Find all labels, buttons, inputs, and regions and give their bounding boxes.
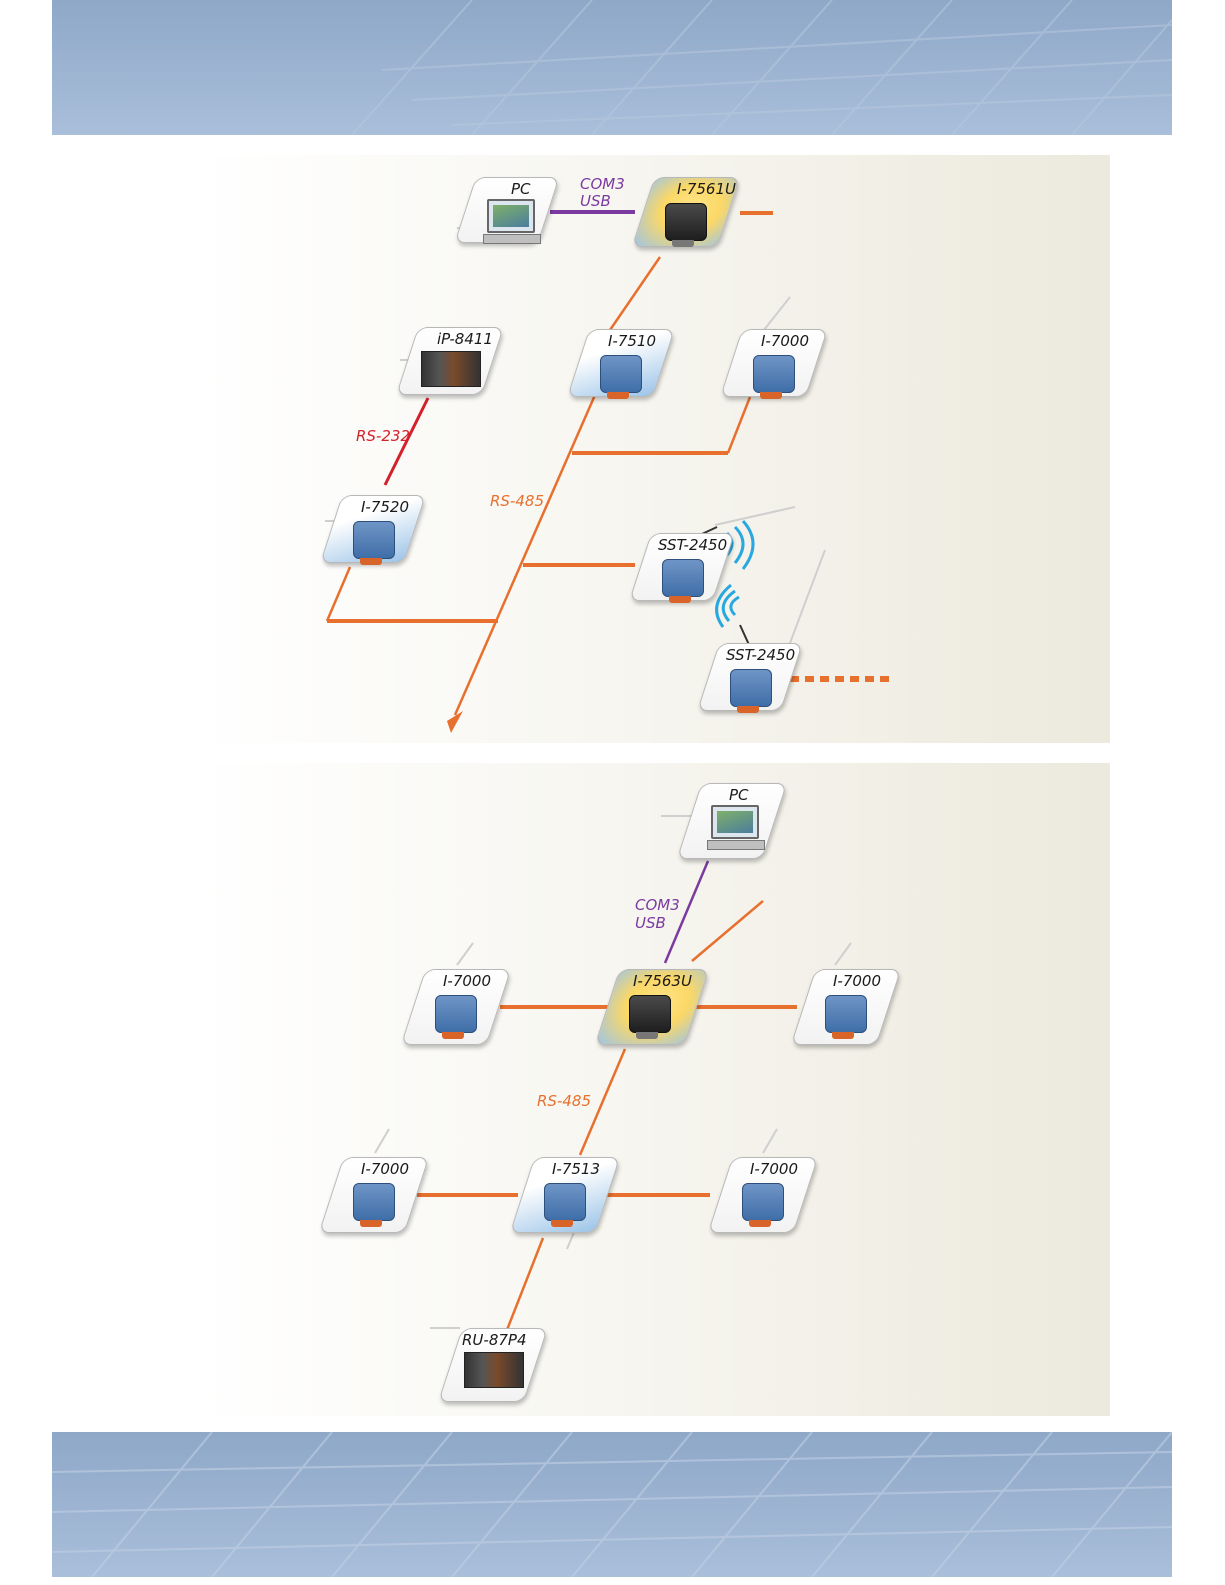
node-i7000-right[interactable]: I-7000 <box>803 969 887 1043</box>
com3-label-top: COM3 <box>580 175 625 193</box>
module-icon <box>742 1183 784 1221</box>
node-i7000-lower-left[interactable]: I-7000 <box>331 1157 415 1231</box>
rs485-backbone <box>455 395 595 715</box>
header-band <box>52 0 1172 135</box>
wireless-module-icon <box>662 559 704 597</box>
node-label: iP-8411 <box>437 330 493 348</box>
node-i7000-lower-right[interactable]: I-7000 <box>720 1157 804 1231</box>
header-grid-decoration <box>52 0 1172 135</box>
node-label: I-7563U <box>633 972 692 990</box>
usb-label-bottom: USB <box>635 914 666 932</box>
node-label: PC <box>511 180 531 198</box>
module-icon <box>825 995 867 1033</box>
pc-icon <box>711 805 759 839</box>
node-i7000-left[interactable]: I-7000 <box>413 969 497 1043</box>
node-i7520[interactable]: I-7520 <box>331 495 413 561</box>
node-sst2450-b[interactable]: SST-2450 <box>708 643 790 709</box>
node-pc-top[interactable]: PC <box>465 177 547 241</box>
antenna-callout-a <box>715 507 795 525</box>
link-7513-ru87p4 <box>505 1238 543 1335</box>
node-label: SST-2450 <box>726 646 795 664</box>
node-label: I-7513 <box>552 1160 600 1178</box>
rs232-label: RS-232 <box>356 427 410 445</box>
wireless-module-icon <box>730 669 772 707</box>
module-icon <box>353 1183 395 1221</box>
bottom-diagram-panel: COM3 USB RS-485 PC I-7563U I-7000 I-7000… <box>195 763 1110 1416</box>
module-icon <box>435 995 477 1033</box>
node-i7561u[interactable]: I-7561U <box>643 177 727 245</box>
node-label: PC <box>729 786 749 804</box>
node-i7513[interactable]: I-7513 <box>522 1157 606 1231</box>
footer-band <box>52 1432 1172 1577</box>
hub-icon <box>544 1183 586 1221</box>
link-7561u-7510 <box>610 257 660 330</box>
node-label: I-7000 <box>750 1160 798 1178</box>
node-label: I-7000 <box>833 972 881 990</box>
node-pc-bottom[interactable]: PC <box>689 783 773 857</box>
node-label: RU-87P4 <box>462 1331 527 1349</box>
top-diagram-panel: COM3 USB RS-232 RS-485 PC I-7561U iP-841… <box>195 155 1110 743</box>
node-label: I-7000 <box>443 972 491 990</box>
footer-grid-decoration <box>52 1432 1172 1577</box>
node-i7510[interactable]: I-7510 <box>578 329 662 395</box>
node-i7563u[interactable]: I-7563U <box>607 969 695 1043</box>
node-label: I-7000 <box>361 1160 409 1178</box>
controller-icon <box>421 351 481 387</box>
converter-icon <box>665 203 707 241</box>
node-label: I-7561U <box>677 180 736 198</box>
node-ru87p4[interactable]: RU-87P4 <box>450 1328 534 1400</box>
node-label: I-7520 <box>361 498 409 516</box>
converter-icon <box>353 521 395 559</box>
node-i7000-top[interactable]: I-7000 <box>731 329 815 395</box>
node-label: I-7510 <box>608 332 656 350</box>
usb-label-top: USB <box>580 192 611 210</box>
node-label: I-7000 <box>761 332 809 350</box>
repeater-icon <box>600 355 642 393</box>
rs485-label-top: RS-485 <box>490 492 544 510</box>
io-unit-icon <box>464 1352 524 1388</box>
node-label: SST-2450 <box>658 536 727 554</box>
antenna-callout-b <box>790 550 825 643</box>
node-ip8411[interactable]: iP-8411 <box>407 327 491 393</box>
node-sst2450-a[interactable]: SST-2450 <box>640 533 722 599</box>
rs485-label-bottom: RS-485 <box>537 1092 591 1110</box>
com3-label-bottom: COM3 <box>635 896 680 914</box>
output-stub-bottom <box>692 901 763 961</box>
converter-icon <box>629 995 671 1033</box>
pc-icon <box>487 199 535 233</box>
module-icon <box>753 355 795 393</box>
bottom-connection-lines <box>195 763 1110 1416</box>
